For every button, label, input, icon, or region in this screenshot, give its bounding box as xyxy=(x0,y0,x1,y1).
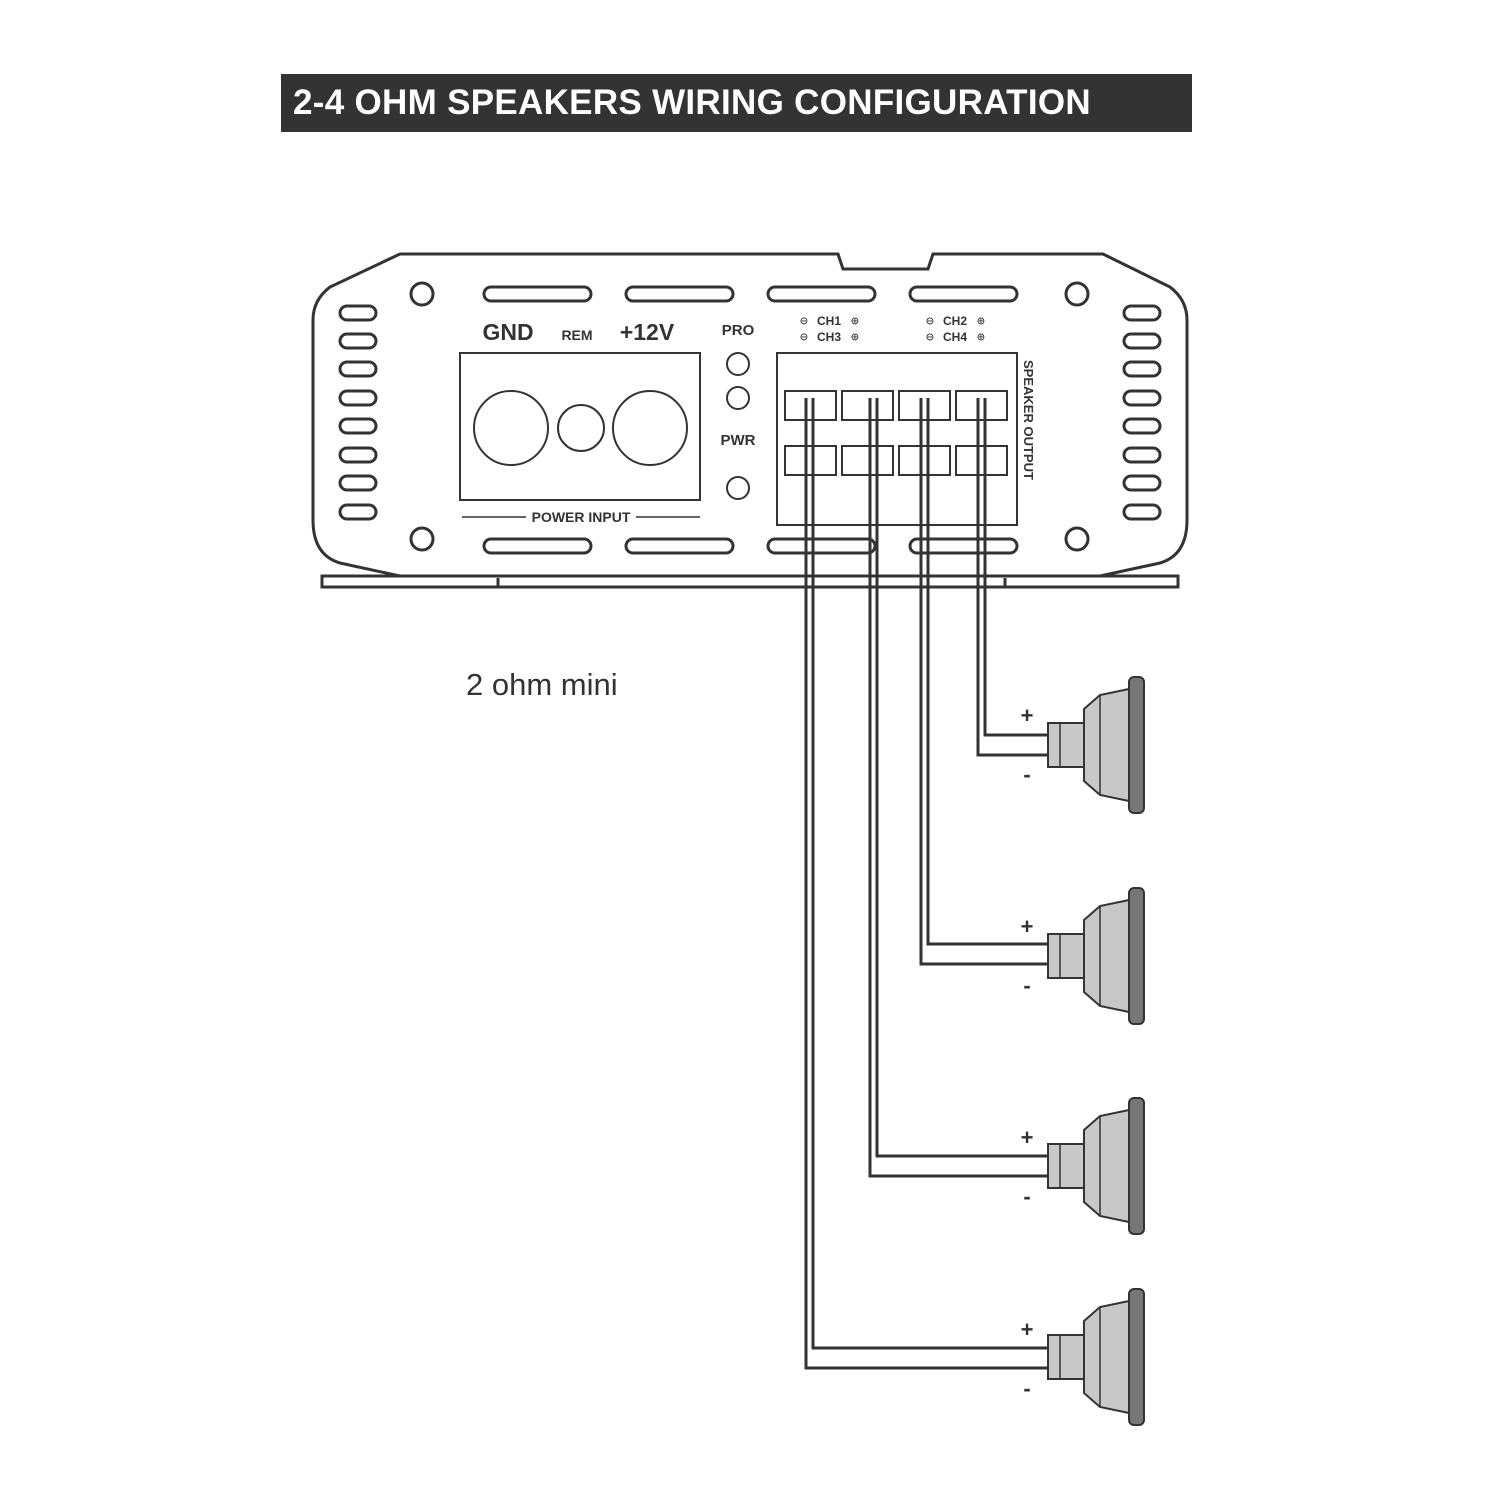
wire-speaker-4 xyxy=(804,398,1049,1370)
rem-label: REM xyxy=(561,327,592,343)
minus-symbol: ⊖ xyxy=(926,314,934,329)
plus-symbol: ⊕ xyxy=(977,330,985,345)
screw-hole-icon xyxy=(1064,526,1090,552)
wire-speaker-1 xyxy=(976,398,1049,757)
impedance-note: 2 ohm mini xyxy=(466,667,618,702)
speaker-output-label: SPEAKER OUTPUT xyxy=(1021,360,1036,480)
rem-terminal xyxy=(557,404,605,452)
speaker-1: + - xyxy=(1021,676,1145,814)
pwr-indicator-label: PWR xyxy=(721,432,756,449)
vent-slot xyxy=(908,537,1019,555)
v12-terminal xyxy=(612,390,688,466)
channel-label-ch1: CH1 xyxy=(817,314,841,328)
gnd-terminal xyxy=(473,390,549,466)
wires xyxy=(804,398,1049,1370)
speaker-plus-label: + xyxy=(1021,703,1034,728)
vent-slot xyxy=(482,537,593,555)
vent-slot xyxy=(624,285,735,303)
speaker-output-block xyxy=(776,352,1018,526)
vent-slot xyxy=(482,285,593,303)
vent-slot xyxy=(624,537,735,555)
speaker-icon xyxy=(1047,676,1145,814)
led-indicator xyxy=(726,476,750,500)
mounting-base xyxy=(320,574,1180,589)
side-vents-left xyxy=(338,304,378,521)
channel-group-ch1-ch3: ⊖ CH1 ⊕ ⊖ CH3 ⊕ xyxy=(800,314,859,345)
speaker-plus-label: + xyxy=(1021,1125,1034,1150)
minus-symbol: ⊖ xyxy=(800,330,808,345)
speaker-plus-label: + xyxy=(1021,914,1034,939)
speaker-3: + - xyxy=(1021,1097,1145,1235)
vent-slot xyxy=(766,285,877,303)
minus-symbol: ⊖ xyxy=(926,330,934,345)
wire-speaker-1 xyxy=(983,398,1049,737)
vent-slot xyxy=(766,537,877,555)
power-input-block xyxy=(459,352,701,501)
gnd-label: GND xyxy=(482,319,533,345)
v12-label: +12V xyxy=(620,319,675,345)
wire-speaker-2 xyxy=(926,398,1049,946)
speaker-icon xyxy=(1047,1097,1145,1235)
speaker-minus-label: - xyxy=(1023,1184,1030,1209)
plus-symbol: ⊕ xyxy=(977,314,985,329)
screw-hole-icon xyxy=(409,526,435,552)
wire-speaker-3 xyxy=(875,398,1049,1158)
amplifier xyxy=(311,252,1189,589)
led-indicator xyxy=(726,386,750,410)
speaker-minus-label: - xyxy=(1023,762,1030,787)
wire-speaker-3 xyxy=(868,398,1049,1178)
minus-symbol: ⊖ xyxy=(800,314,808,329)
led-indicator xyxy=(726,352,750,376)
power-input-label: POWER INPUT xyxy=(532,509,631,525)
screw-hole-icon xyxy=(409,281,435,307)
screw-hole-icon xyxy=(1064,281,1090,307)
speaker-plus-label: + xyxy=(1021,1317,1034,1342)
channel-label-ch3: CH3 xyxy=(817,330,841,344)
plus-symbol: ⊕ xyxy=(851,314,859,329)
wire-speaker-4 xyxy=(811,398,1049,1350)
side-vents-right xyxy=(1122,304,1162,521)
speaker-minus-label: - xyxy=(1023,973,1030,998)
speaker-minus-label: - xyxy=(1023,1376,1030,1401)
wire-speaker-2 xyxy=(919,398,1049,966)
channel-label-ch2: CH2 xyxy=(943,314,967,328)
channel-group-ch2-ch4: ⊖ CH2 ⊕ ⊖ CH4 ⊕ xyxy=(926,314,985,345)
channel-label-ch4: CH4 xyxy=(943,330,967,344)
speaker-2: + - xyxy=(1021,887,1145,1025)
speaker-icon xyxy=(1047,887,1145,1025)
plus-symbol: ⊕ xyxy=(851,330,859,345)
pro-indicator-label: PRO xyxy=(722,322,755,339)
amplifier-body xyxy=(311,252,1189,578)
speaker-4: + - xyxy=(1021,1288,1145,1426)
vent-slot xyxy=(908,285,1019,303)
speaker-terminals xyxy=(784,390,1008,476)
title-banner: 2-4 OHM SPEAKERS WIRING CONFIGURATION xyxy=(281,74,1192,132)
speaker-icon xyxy=(1047,1288,1145,1426)
